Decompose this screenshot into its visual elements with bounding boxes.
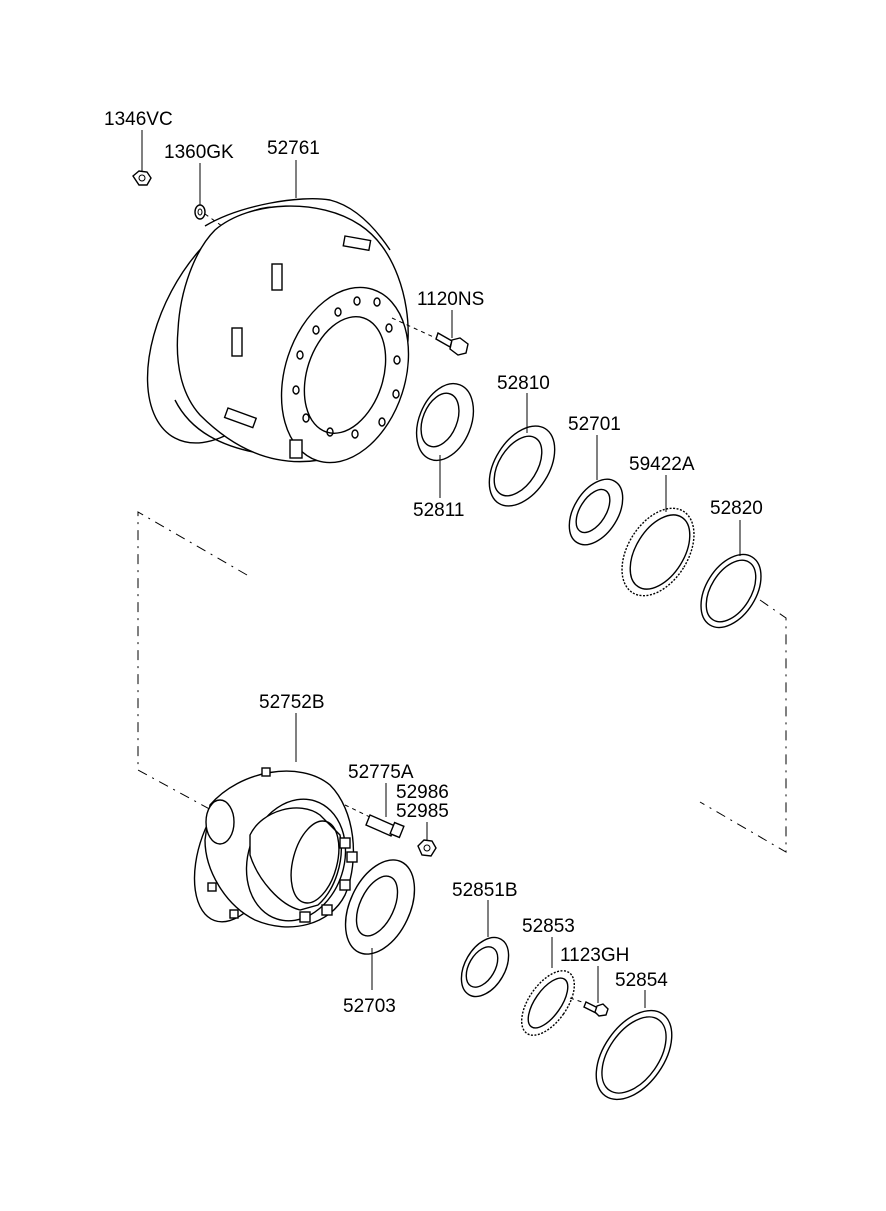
label-52703: 52703	[343, 996, 396, 1017]
label-52985: 52985	[396, 801, 449, 822]
reference-lines	[137, 511, 787, 853]
label-52775a: 52775A	[348, 762, 414, 783]
part-1120ns-bolt[interactable]	[391, 317, 469, 356]
label-1123gh: 1123GH	[560, 945, 629, 966]
label-52853: 52853	[522, 916, 575, 937]
part-52853-gear-ring[interactable]	[511, 962, 585, 1044]
part-52761-brake-drum[interactable]	[111, 178, 430, 479]
hub-studs	[207, 767, 358, 923]
drum-bolt-holes	[292, 296, 401, 439]
label-52851b: 52851B	[452, 880, 518, 901]
part-52811-oil-seal[interactable]	[406, 375, 484, 469]
part-1360gk-washer[interactable]	[194, 204, 206, 220]
label-52986: 52986	[396, 782, 449, 803]
part-52703-bearing[interactable]	[332, 849, 429, 965]
part-1123gh-screw[interactable]	[569, 997, 609, 1017]
part-59422a-tone-ring[interactable]	[607, 495, 709, 608]
part-52701-bearing[interactable]	[558, 470, 633, 554]
label-59422a: 59422A	[629, 454, 695, 475]
label-52854: 52854	[615, 970, 668, 991]
label-52811: 52811	[413, 500, 464, 521]
part-52752b-wheel-hub[interactable]	[177, 766, 361, 934]
label-1346vc: 1346VC	[104, 109, 173, 130]
label-52701: 52701	[568, 414, 621, 435]
part-52775a-hub-bolt[interactable]	[344, 804, 405, 839]
part-52854-ring[interactable]	[581, 997, 688, 1113]
part-52851b-bearing-race[interactable]	[452, 929, 519, 1004]
label-52761: 52761	[267, 138, 320, 159]
part-number-labels: 1346VC 1360GK 52761 1120NS 52810 52811 5…	[104, 109, 763, 1017]
part-52820-ring[interactable]	[689, 544, 774, 638]
label-52810: 52810	[497, 373, 550, 394]
part-1346vc-nut[interactable]	[132, 170, 152, 186]
label-52820: 52820	[710, 498, 763, 519]
part-52810-bearing-race[interactable]	[476, 414, 568, 517]
label-52752b: 52752B	[259, 692, 325, 713]
label-1360gk: 1360GK	[164, 142, 234, 163]
label-1120ns: 1120NS	[417, 289, 484, 310]
part-52985-nut[interactable]	[417, 839, 437, 857]
